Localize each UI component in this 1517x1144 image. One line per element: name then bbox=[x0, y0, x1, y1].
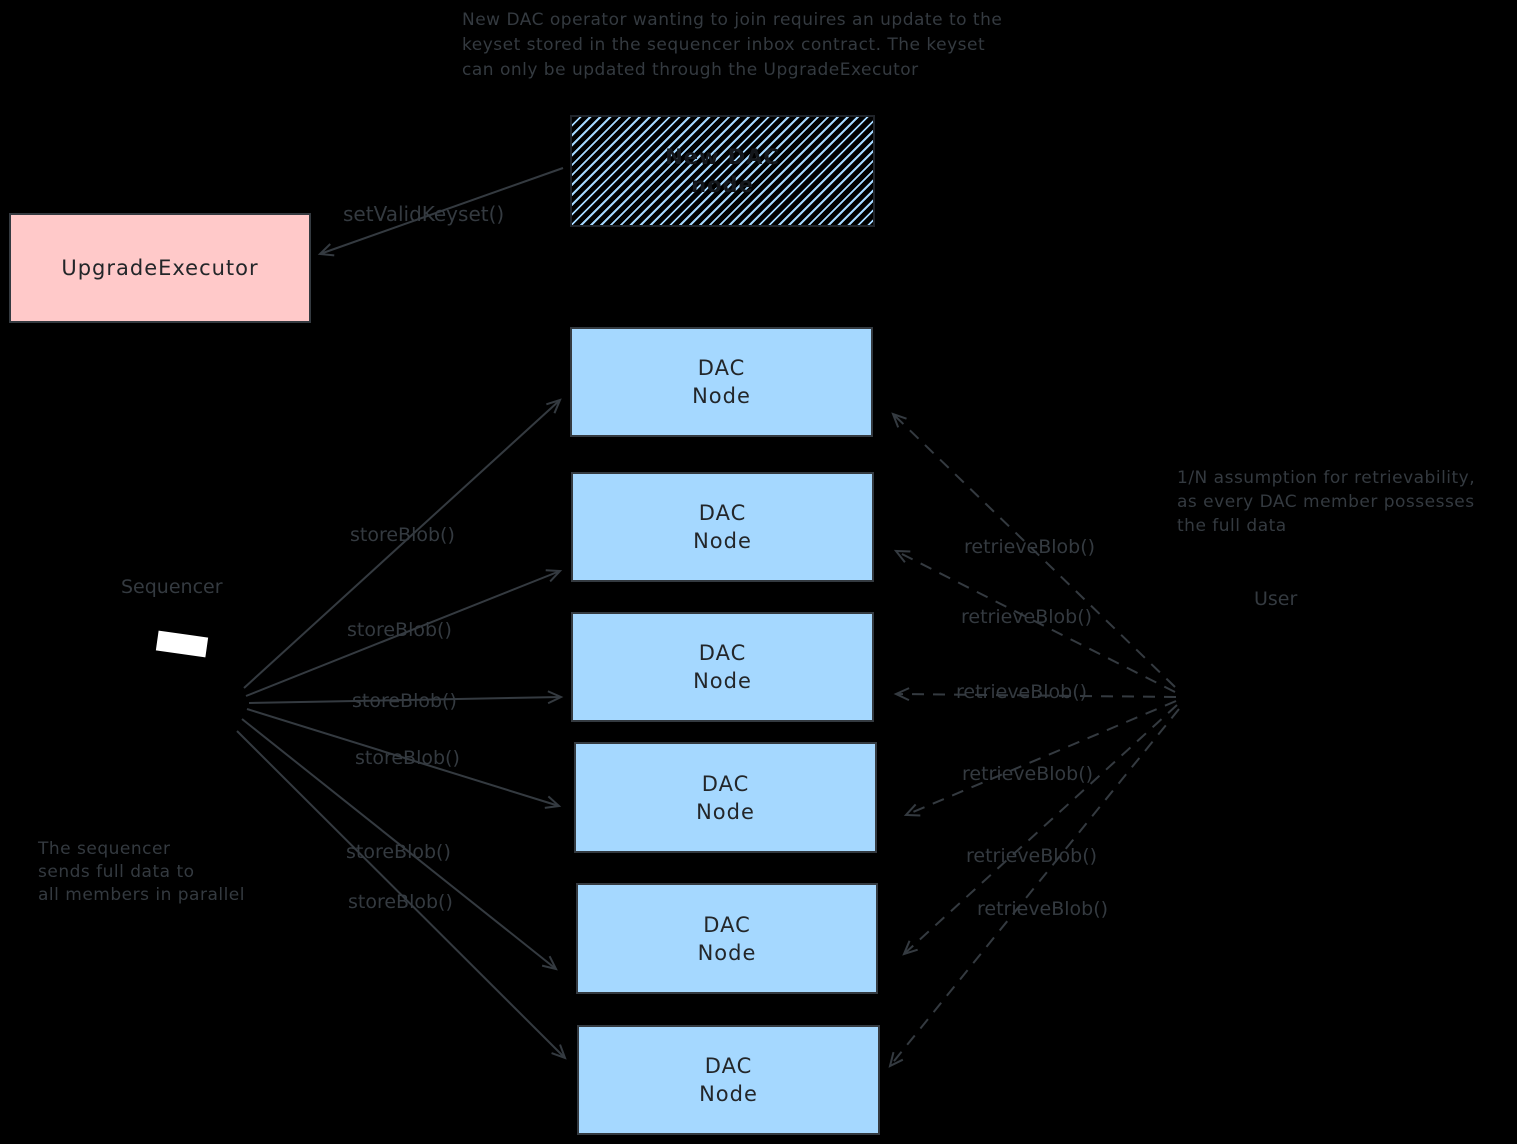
user-icon bbox=[1165, 612, 1255, 702]
dac-node-label: DAC bbox=[701, 771, 750, 796]
right-annotation-line: as every DAC member possesses bbox=[1177, 492, 1475, 512]
retrieve-blob-arrow-4 bbox=[903, 700, 1177, 817]
store-blob-label-5: storeBlob() bbox=[346, 841, 451, 863]
dac-node-label: Node bbox=[699, 1082, 758, 1106]
store-blob-label-4: storeBlob() bbox=[355, 747, 460, 769]
right-annotation-line: 1/N assumption for retrievability, bbox=[1177, 468, 1476, 488]
dac-node-box-4: DAC Node bbox=[574, 742, 877, 853]
top-annotation-line: keyset stored in the sequencer inbox con… bbox=[462, 35, 986, 55]
top-annotation: New DAC operator wanting to join require… bbox=[462, 8, 1002, 83]
dac-node-label: DAC bbox=[698, 501, 747, 525]
bottom-left-annotation-line: sends full data to bbox=[38, 862, 195, 882]
right-annotation-line: the full data bbox=[1177, 516, 1287, 536]
store-blob-label-1: storeBlob() bbox=[350, 524, 455, 546]
dac-node-label: Node bbox=[692, 384, 751, 408]
dac-node-label: Node bbox=[697, 940, 757, 965]
dac-node-label: Node bbox=[693, 529, 752, 553]
new-dac-node-box: New DAC node bbox=[570, 115, 875, 227]
dac-node-label: Node bbox=[693, 669, 752, 693]
store-blob-arrow-3 bbox=[248, 690, 564, 705]
dac-node-label: Node bbox=[696, 799, 755, 824]
retrieve-blob-label-5: retrieveBlob() bbox=[966, 845, 1098, 867]
store-blob-arrow-5 bbox=[241, 718, 558, 971]
dac-node-box-5: DAC Node bbox=[576, 883, 878, 994]
dac-node-box-1: DAC Node bbox=[570, 327, 873, 437]
bottom-left-annotation: The sequencer sends full data to all mem… bbox=[38, 838, 245, 907]
store-blob-arrow-6 bbox=[236, 730, 567, 1060]
store-blob-label-6: storeBlob() bbox=[348, 891, 453, 913]
dac-node-label: DAC bbox=[704, 1054, 753, 1078]
retrieve-blob-label-3: retrieveBlob() bbox=[956, 681, 1088, 703]
bottom-left-annotation-line: all members in parallel bbox=[38, 885, 245, 905]
top-annotation-line: New DAC operator wanting to join require… bbox=[462, 10, 1003, 30]
store-blob-label-3: storeBlob() bbox=[352, 690, 457, 712]
retrieve-blob-label-1: retrieveBlob() bbox=[964, 536, 1096, 558]
retrieve-blob-label-2: retrieveBlob() bbox=[961, 606, 1093, 628]
set-valid-keyset-arrow bbox=[317, 167, 564, 257]
store-blob-arrow-1 bbox=[243, 398, 562, 689]
dac-node-label: DAC bbox=[703, 912, 751, 937]
store-blob-arrow-4 bbox=[246, 708, 562, 809]
bottom-left-annotation-line: The sequencer bbox=[38, 839, 171, 859]
retrieve-blob-arrow-6 bbox=[888, 708, 1180, 1068]
new-dac-node-label-line2: node bbox=[691, 173, 754, 197]
set-valid-keyset-label: setValidKeyset() bbox=[343, 202, 505, 226]
right-annotation: 1/N assumption for retrievability, as ev… bbox=[1177, 466, 1475, 538]
store-blob-arrow-2 bbox=[245, 569, 563, 697]
retrieve-blob-arrow-1 bbox=[891, 412, 1176, 688]
sequencer-label: Sequencer bbox=[121, 576, 223, 598]
dac-node-box-6: DAC Node bbox=[577, 1025, 880, 1135]
dac-node-label: DAC bbox=[698, 641, 747, 665]
retrieve-blob-label-4: retrieveBlob() bbox=[962, 763, 1094, 785]
user-label: User bbox=[1254, 588, 1298, 610]
new-dac-node-label-line1: New DAC bbox=[665, 145, 780, 169]
upgrade-executor-box: UpgradeExecutor bbox=[9, 213, 311, 323]
top-annotation-line: can only be updated through the UpgradeE… bbox=[462, 60, 919, 80]
dac-node-label: DAC bbox=[697, 356, 746, 380]
retrieve-blob-arrow-2 bbox=[893, 549, 1176, 693]
retrieve-blob-arrow-3 bbox=[893, 687, 1177, 702]
store-blob-label-2: storeBlob() bbox=[347, 619, 452, 641]
dac-node-box-3: DAC Node bbox=[571, 612, 874, 722]
dac-node-box-2: DAC Node bbox=[571, 472, 874, 582]
retrieve-blob-label-6: retrieveBlob() bbox=[977, 898, 1109, 920]
upgrade-executor-label: UpgradeExecutor bbox=[61, 256, 259, 280]
